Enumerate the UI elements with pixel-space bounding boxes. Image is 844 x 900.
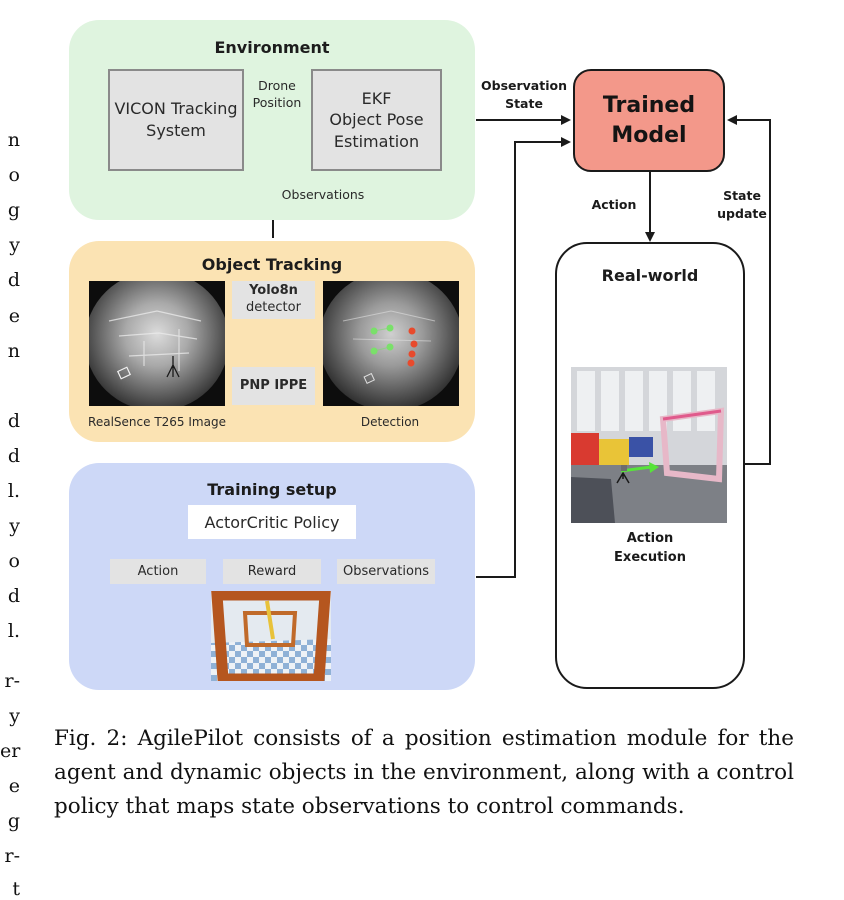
margin-fragment: e: [8, 775, 20, 797]
margin-fragment: d: [7, 269, 20, 291]
actor-critic-policy-box: ActorCritic Policy: [188, 505, 356, 539]
real-world-panel: Real-world: [555, 242, 745, 689]
margin-fragment: e: [8, 305, 20, 327]
training-reward-box: Reward: [223, 559, 321, 584]
trained-model-box: Trained Model: [573, 69, 725, 172]
simulation-image: [211, 591, 331, 681]
real-world-title: Real-world: [601, 266, 699, 285]
training-setup-title: Training setup: [207, 480, 337, 499]
yolo-subtitle: detector: [246, 300, 301, 315]
margin-fragment: t: [12, 878, 20, 900]
training-observations-box: Observations: [337, 559, 435, 584]
training-action-box: Action: [110, 559, 206, 584]
margin-fragment: n: [7, 340, 20, 362]
arrow-realworld-to-model: [727, 115, 771, 465]
margin-fragment: er: [0, 740, 21, 762]
margin-fragment: r-: [4, 670, 20, 692]
real-world-photo: [571, 367, 727, 523]
observation-state-label: Observation State: [481, 78, 567, 112]
margin-fragment: g: [7, 199, 20, 221]
figure-caption: Fig. 2: AgilePilot consists of a positio…: [54, 726, 794, 819]
arrow-training-to-model: [476, 137, 571, 578]
margin-fragment: r-: [4, 845, 20, 867]
state-update-label: State update: [717, 188, 767, 222]
margin-fragment: y: [9, 705, 20, 727]
margin-fragment: o: [8, 550, 20, 572]
margin-fragment: y: [9, 515, 20, 537]
margin-fragment: o: [8, 164, 20, 186]
action-execution-label: Action Execution: [614, 531, 686, 565]
margin-fragment: y: [9, 234, 20, 256]
margin-fragment: d: [7, 445, 20, 467]
pnp-ippe-box: PNP IPPE: [232, 367, 315, 405]
margin-fragment: d: [7, 585, 20, 607]
yolo-box: Yolo8n detector: [232, 281, 315, 319]
object-tracking-title: Object Tracking: [201, 255, 343, 274]
margin-fragment: d: [7, 410, 20, 432]
realsense-caption: RealSence T265 Image: [88, 415, 226, 429]
margin-fragment: l.: [7, 620, 20, 642]
yolo-title: Yolo8n: [249, 283, 298, 299]
action-label: Action: [591, 197, 637, 212]
margin-fragment: n: [7, 129, 20, 151]
environment-title: Environment: [214, 38, 330, 57]
margin-fragment: l.: [7, 480, 20, 502]
ekf-box: EKF Object Pose Estimation: [311, 69, 442, 171]
observations-label: Observations: [281, 187, 365, 202]
vicon-box: VICON Tracking System: [108, 69, 244, 171]
drone-position-label: Drone Position: [252, 78, 302, 110]
detection-caption: Detection: [360, 415, 420, 429]
realsense-image: [89, 281, 225, 406]
detection-image: [323, 281, 459, 406]
margin-fragment: g: [7, 810, 20, 832]
